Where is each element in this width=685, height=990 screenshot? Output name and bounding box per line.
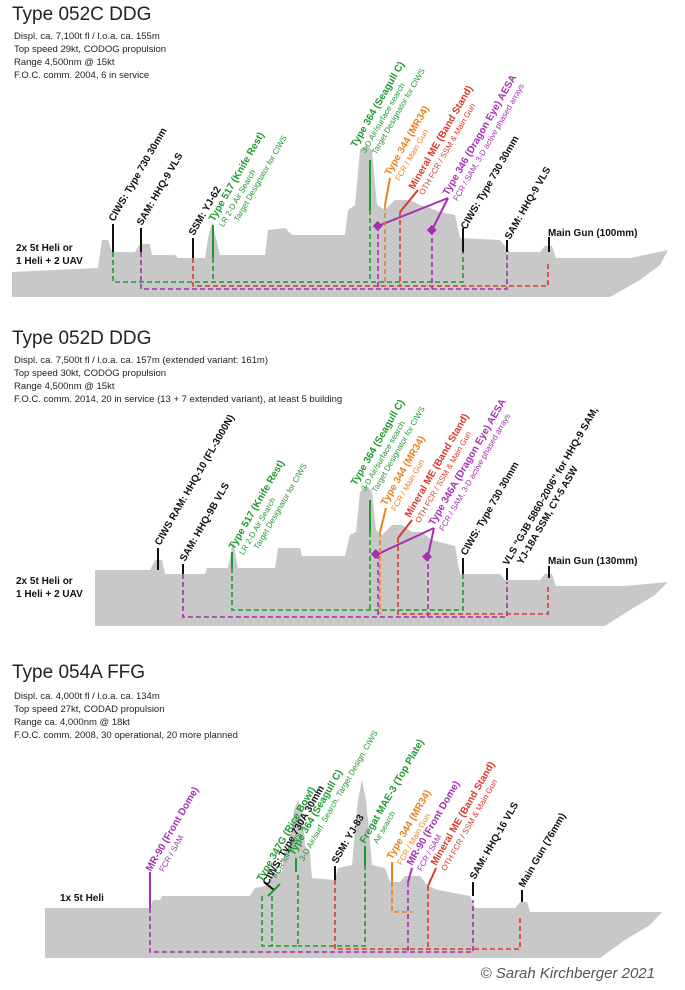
stat-line: Range 4,500nm @ 15kt xyxy=(14,381,115,392)
hull-silhouette xyxy=(95,485,668,626)
label-ciws-aft: CIWS: Type 730 30mm xyxy=(107,126,170,223)
stat-line: Top speed 27kt, CODAD propulsion xyxy=(14,704,165,715)
stat-line: Top speed 30kt, CODOG propulsion xyxy=(14,368,167,379)
stat-line: Displ. ca. 7,500t fl / l.o.a. ca. 157m (… xyxy=(14,355,268,366)
helicopter-note: 1x 5t Heli xyxy=(60,893,104,904)
ship-stats: Displ. ca. 4,000t fl / l.o.a. ca. 134m T… xyxy=(14,690,238,742)
stat-line: Displ. ca. 4,000t fl / l.o.a. ca. 134m xyxy=(14,691,160,702)
stat-line: Top speed 29kt, CODOG propulsion xyxy=(14,44,167,55)
label-main-gun: Main Gun (100mm) xyxy=(548,228,637,239)
stat-line: Displ. ca. 7,100t fl / l.o.a. ca. 155m xyxy=(14,31,160,42)
ship-stats: Displ. ca. 7,100t fl / l.o.a. ca. 155m T… xyxy=(14,30,166,82)
label-main-gun: Main Gun (130mm) xyxy=(548,556,637,567)
ship-title: Type 052C DDG xyxy=(12,4,152,25)
label-vls-line1: VLS "GJB 5860-2006" for HHQ-9 SAM, xyxy=(501,405,601,567)
ship-title: Type 054A FFG xyxy=(12,662,146,683)
stat-line: Range ca. 4,000nm @ 18kt xyxy=(14,717,130,728)
ship-stats: Displ. ca. 7,500t fl / l.o.a. ca. 157m (… xyxy=(14,354,342,406)
ship-diagram-054a: MR-90 (Front Dome) FCR / SAM Type 347G (… xyxy=(45,729,662,958)
label-main-gun: Main Gun (76mm) xyxy=(517,811,568,889)
label-sam-fwd: SAM: HHQ-9 VLS xyxy=(503,165,554,242)
ship-054a: Type 054A FFG Displ. ca. 4,000t fl / l.o… xyxy=(0,650,685,990)
stat-line: F.O.C. comm. 2004, 6 in service xyxy=(14,70,150,81)
stat-line: F.O.C. comm. 2014, 20 in service (13 + 7… xyxy=(14,394,343,405)
stat-line: F.O.C. comm. 2008, 30 operational, 20 mo… xyxy=(14,730,238,741)
ship-diagram-052c: CIWS: Type 730 30mm SAM: HHQ-9 VLS SSM: … xyxy=(12,60,668,297)
helicopter-note: 2x 5t Heli or 1 Heli + 2 UAV xyxy=(16,243,83,267)
ship-052d: Type 052D DDG Displ. ca. 7,500t fl / l.o… xyxy=(0,320,685,645)
ship-diagram-052d: CIWS RAM: HHQ-10 (FL-3000N) SAM: HHQ-9B … xyxy=(95,397,668,626)
ship-052c: Type 052C DDG Displ. ca. 7,100t fl / l.o… xyxy=(0,0,685,315)
helicopter-note: 2x 5t Heli or 1 Heli + 2 UAV xyxy=(16,576,83,600)
ship-title: Type 052D DDG xyxy=(12,328,152,349)
stat-line: Range 4,500nm @ 15kt xyxy=(14,57,115,68)
hull-silhouette xyxy=(45,780,662,958)
hull-silhouette xyxy=(12,145,668,297)
copyright-notice: © Sarah Kirchberger 2021 xyxy=(480,965,656,982)
